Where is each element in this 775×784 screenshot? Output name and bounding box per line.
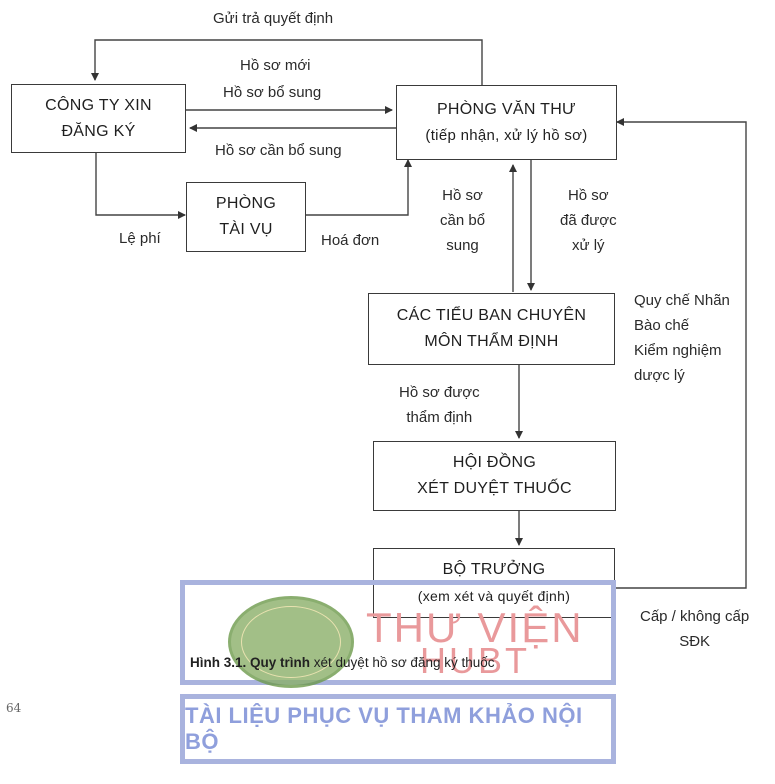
label-supplement-file: Hồ sơ bổ sung	[223, 84, 322, 101]
processed-line-3: xử lý	[572, 237, 605, 254]
reviewers-line-2: Bào chế	[634, 317, 690, 334]
appraised-line-2: thẩm định	[406, 409, 473, 426]
processed-line-1: Hồ sơ	[567, 187, 609, 204]
finance-line-2: TÀI VỤ	[219, 221, 273, 238]
processed-line-2: đã được	[560, 212, 617, 229]
watermark-frame	[180, 580, 616, 685]
office-line-2: (tiếp nhận, xử lý hồ sơ)	[425, 126, 588, 144]
company-box: CÔNG TY XIN ĐĂNG KÝ	[11, 84, 186, 153]
label-invoice: Hoá đơn	[321, 232, 380, 249]
appraised-line-1: Hồ sơ được	[399, 384, 480, 401]
office-line-1: PHÒNG VĂN THƯ	[436, 100, 577, 118]
reviewers-line-4: dược lý	[634, 367, 685, 384]
needs-supplement-line-3: sung	[446, 237, 479, 254]
council-line-2: XÉT DUYỆT THUỐC	[417, 480, 572, 497]
arrow-invoice	[306, 159, 412, 216]
office-box: PHÒNG VĂN THƯ (tiếp nhận, xử lý hồ sơ)	[396, 85, 617, 160]
caption-rest: xét duyệt hồ sơ đăng ký thuốc	[313, 655, 495, 670]
arrow-grant	[615, 118, 747, 589]
grant-line-2: SĐK	[679, 633, 711, 650]
label-new-file: Hồ sơ mới	[240, 57, 311, 74]
watermark-sub: HUBT	[420, 640, 530, 681]
council-box: HỘI ĐỒNG XÉT DUYỆT THUỐC	[373, 441, 616, 511]
reviewers-line-1: Quy chế Nhãn	[634, 292, 730, 309]
figure-caption: Hình 3.1. Quy trình xét duyệt hồ sơ đăng…	[190, 655, 495, 670]
company-line-1: CÔNG TY XIN	[45, 96, 152, 114]
page-number: 64	[6, 701, 22, 715]
grant-line-1: Cấp / không cấp	[640, 608, 750, 625]
watermark-band: TÀI LIỆU PHỤC VỤ THAM KHẢO NỘI BỘ	[180, 694, 616, 764]
minister-line-2: (xem xét và quyết định)	[417, 588, 571, 604]
watermark-title: THƯ VIỆN	[366, 604, 584, 651]
subcommittee-line-2: MÔN THẨM ĐỊNH	[424, 333, 559, 350]
label-grant: Cấp / không cấp SĐK	[640, 604, 749, 654]
caption-prefix: Hình 3.1. Quy trình	[190, 655, 311, 670]
subcommittee-line-1: CÁC TIỂU BAN CHUYÊN	[396, 307, 587, 324]
needs-supplement-line-2: cần bổ	[440, 212, 486, 229]
label-fee: Lệ phí	[119, 230, 161, 247]
finance-line-1: PHÒNG	[215, 195, 277, 212]
label-return-decision: Gửi trả quyết định	[213, 10, 334, 27]
arrow-fee	[95, 153, 186, 219]
label-processed-vertical: Hồ sơ đã được xử lý	[560, 183, 617, 258]
company-line-2: ĐĂNG KÝ	[61, 122, 136, 140]
minister-line-1: BỘ TRƯỞNG	[442, 561, 546, 578]
label-appraised: Hồ sơ được thẩm định	[399, 380, 480, 430]
arrow-return-decision	[91, 39, 483, 85]
subcommittee-box: CÁC TIỂU BAN CHUYÊN MÔN THẨM ĐỊNH	[368, 293, 615, 365]
finance-box: PHÒNG TÀI VỤ	[186, 182, 306, 252]
council-line-1: HỘI ĐỒNG	[452, 454, 537, 471]
label-file-needs-supplement: Hồ sơ cần bổ sung	[215, 142, 342, 159]
reviewers-line-3: Kiểm nghiệm	[634, 342, 722, 359]
label-needs-supplement-vertical: Hồ sơ cần bổ sung	[440, 183, 485, 258]
label-reviewers: Quy chế Nhãn Bào chế Kiểm nghiệm dược lý	[634, 288, 730, 388]
library-seal-ring	[241, 606, 341, 678]
needs-supplement-line-1: Hồ sơ	[442, 187, 483, 204]
